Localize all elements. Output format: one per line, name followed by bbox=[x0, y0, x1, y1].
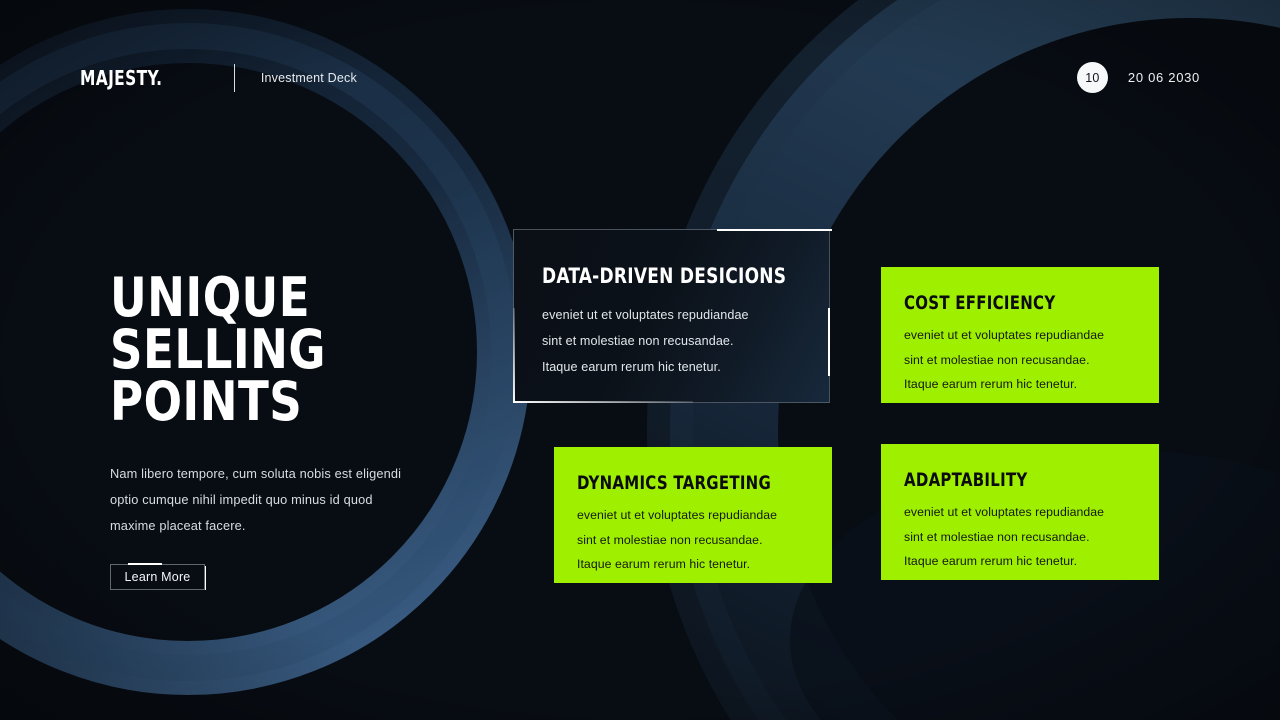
slide-header: MAJESTY. Investment Deck 10 20 06 2030 bbox=[0, 0, 1280, 150]
button-top-highlight bbox=[128, 563, 162, 565]
left-content-column: UNIQUE SELLING POINTS Nam libero tempore… bbox=[110, 266, 440, 591]
page-number-badge: 10 bbox=[1076, 62, 1108, 93]
card-top-highlight bbox=[717, 229, 832, 231]
brand-logo: MAJESTY. bbox=[80, 66, 163, 90]
card-body: eveniet ut et voluptates repudiandae sin… bbox=[904, 505, 1105, 569]
card-title: DATA-DRIVEN DESICIONS bbox=[542, 264, 787, 288]
feature-card-data-driven-decisions[interactable]: DATA-DRIVEN DESICIONS eveniet ut et volu… bbox=[513, 229, 832, 403]
card-body: eveniet ut et voluptates repudiandae sin… bbox=[904, 328, 1105, 392]
card-bottom-highlight bbox=[513, 401, 693, 403]
header-meta: 10 20 06 2030 bbox=[1076, 62, 1200, 93]
brand-block: MAJESTY. Investment Deck bbox=[80, 64, 357, 92]
slide-date: 20 06 2030 bbox=[1127, 70, 1200, 85]
learn-more-wrapper: Learn More bbox=[110, 563, 206, 591]
page-title: UNIQUE SELLING POINTS bbox=[110, 266, 326, 433]
card-body: eveniet ut et voluptates repudiandae sin… bbox=[542, 308, 749, 375]
learn-more-button[interactable]: Learn More bbox=[110, 564, 205, 591]
card-title: ADAPTABILITY bbox=[904, 470, 1028, 491]
feature-card-adaptability[interactable]: ADAPTABILITY eveniet ut et voluptates re… bbox=[881, 444, 1159, 580]
header-divider bbox=[233, 64, 235, 92]
feature-card-dynamics-targeting[interactable]: DYNAMICS TARGETING eveniet ut et volupta… bbox=[554, 447, 832, 583]
deck-subtitle: Investment Deck bbox=[260, 71, 357, 85]
button-right-highlight bbox=[204, 566, 206, 591]
feature-card-cost-efficiency[interactable]: COST EFFICIENCY eveniet ut et voluptates… bbox=[881, 267, 1159, 403]
card-body: eveniet ut et voluptates repudiandae sin… bbox=[577, 508, 778, 572]
card-title: COST EFFICIENCY bbox=[904, 293, 1056, 314]
card-left-highlight bbox=[513, 308, 515, 403]
card-title: DYNAMICS TARGETING bbox=[577, 473, 772, 494]
card-right-highlight bbox=[828, 308, 830, 376]
lead-paragraph: Nam libero tempore, cum soluta nobis est… bbox=[110, 466, 402, 533]
